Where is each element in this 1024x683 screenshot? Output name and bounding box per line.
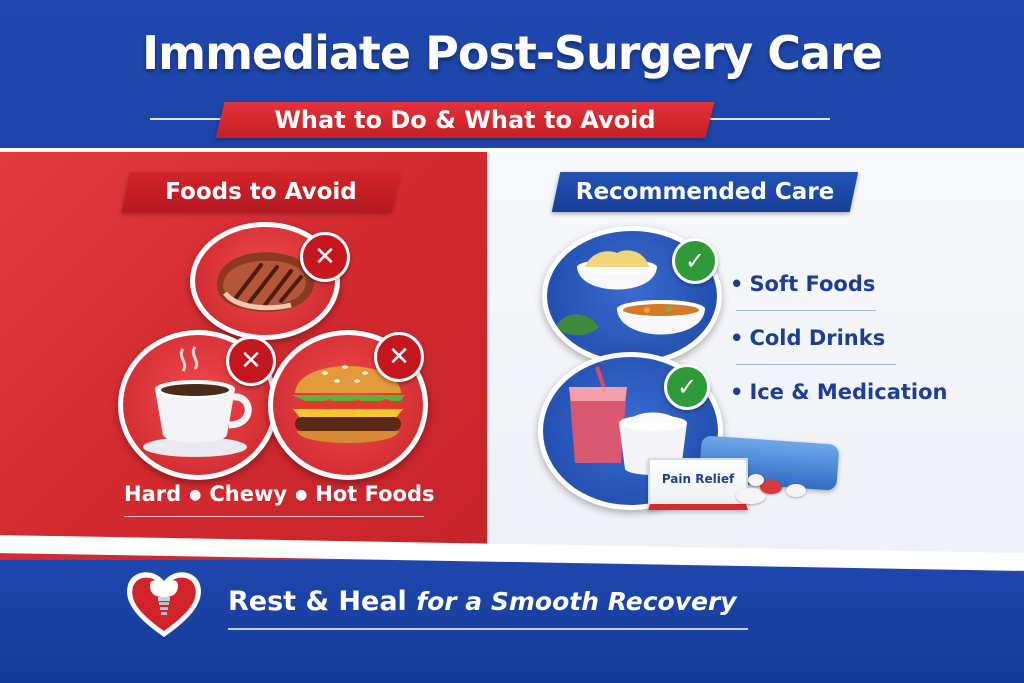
divider — [228, 628, 748, 630]
avoid-item: Hot Foods — [315, 482, 435, 506]
check-icon: ✓ — [672, 238, 718, 284]
divider — [124, 516, 424, 517]
pill-icon — [736, 488, 766, 504]
divider — [736, 364, 896, 365]
care-item: •Ice & Medication — [730, 380, 947, 404]
pain-relief-box: Pain Relief — [648, 458, 748, 510]
burger-icon — [291, 365, 405, 443]
avoid-x-icon: ✕ — [226, 336, 276, 386]
bullet-icon: ● — [295, 487, 308, 503]
avoid-heading-banner: Foods to Avoid — [121, 172, 401, 212]
avoid-item: Hard — [124, 482, 182, 506]
footer-message: Rest & Heal for a Smooth Recovery — [228, 586, 737, 617]
avoid-item: Chewy — [209, 482, 288, 506]
footer-tail: for a Smooth Recovery — [416, 587, 737, 616]
page-title: Immediate Post-Surgery Care — [142, 26, 883, 80]
care-panel — [487, 152, 1024, 572]
avoid-heading: Foods to Avoid — [165, 179, 357, 205]
bullet-icon: • — [730, 380, 744, 404]
check-icon: ✓ — [664, 364, 710, 410]
coffee-icon — [143, 346, 252, 457]
cold-drinks-image — [538, 352, 723, 510]
care-item: •Cold Drinks — [730, 326, 885, 350]
divider — [150, 118, 230, 120]
divider — [700, 118, 830, 120]
care-heading-banner: Recommended Care — [551, 172, 859, 212]
bullet-icon: • — [730, 272, 744, 296]
soft-food-bowls-icon — [555, 250, 705, 336]
heart-tooth-logo — [122, 565, 206, 639]
care-item-label: Ice & Medication — [749, 380, 948, 404]
subtitle-banner: What to Do & What to Avoid — [215, 102, 715, 138]
pill-icon — [760, 480, 782, 494]
divider — [0, 148, 1024, 153]
tooth-implant-icon — [127, 572, 201, 637]
avoid-x-icon: ✕ — [374, 332, 424, 382]
care-item: •Soft Foods — [730, 272, 875, 296]
divider — [736, 310, 876, 311]
care-item-label: Cold Drinks — [749, 326, 886, 350]
avoid-x-icon: ✕ — [300, 232, 350, 282]
footer-lead: Rest & Heal — [228, 586, 407, 617]
pill-icon — [786, 484, 806, 497]
pain-relief-label: Pain Relief — [661, 472, 735, 486]
subtitle-text: What to Do & What to Avoid — [274, 106, 656, 134]
care-heading: Recommended Care — [575, 179, 835, 205]
care-item-label: Soft Foods — [749, 272, 876, 296]
bullet-icon: • — [730, 326, 744, 350]
avoid-list: Hard ● Chewy ● Hot Foods — [124, 482, 435, 506]
pill-icon — [748, 474, 764, 486]
steak-icon — [216, 252, 315, 313]
bullet-icon: ● — [189, 487, 202, 503]
